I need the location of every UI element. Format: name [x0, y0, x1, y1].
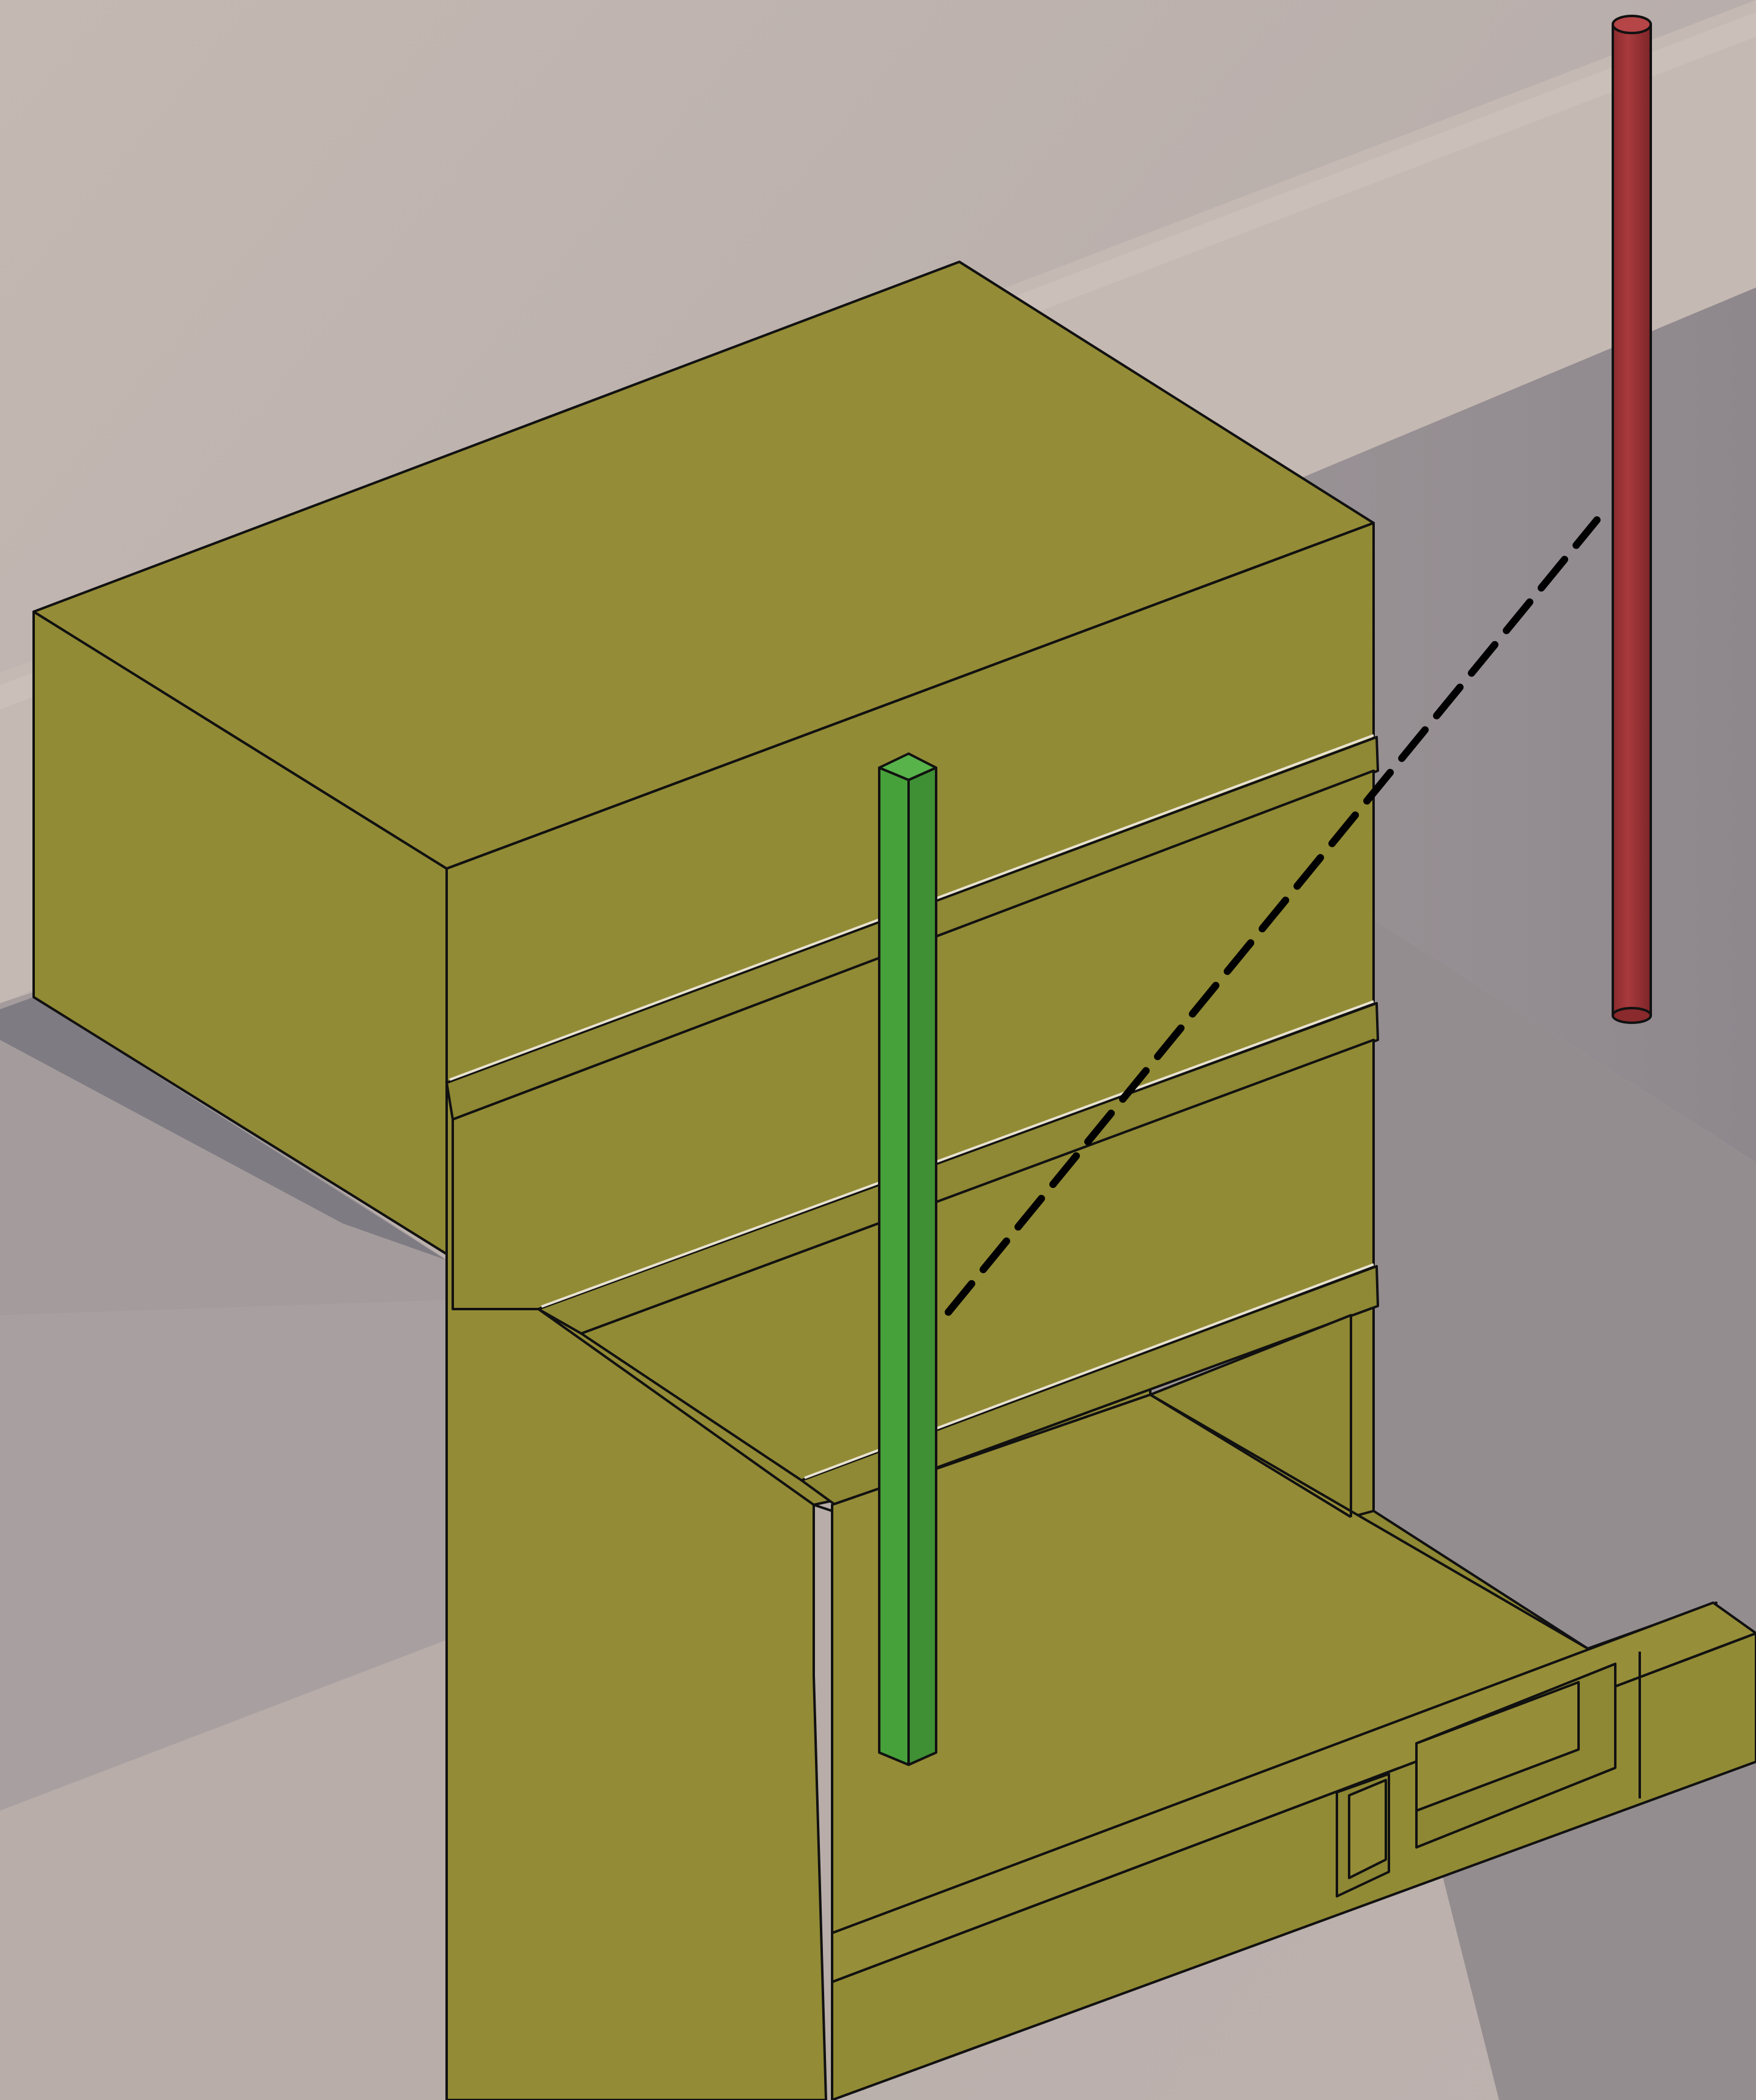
dashed-sightline [945, 516, 1601, 1316]
building-shadow-dark [0, 997, 447, 1260]
red-pole-body [1612, 23, 1652, 1017]
green-post-front [878, 766, 910, 1766]
step-edge [537, 1308, 815, 1506]
window-large-inner [1415, 1681, 1580, 1812]
ledge-3 [800, 1265, 1379, 1506]
step-edge-2 [813, 1504, 833, 1512]
recess-pillar-line-2 [1149, 1393, 1352, 1518]
window-small-inner [1348, 1779, 1387, 1879]
ledge-2-highlight [541, 1000, 1374, 1308]
green-post [878, 752, 937, 1766]
red-pole [1612, 15, 1652, 1024]
red-pole-top [1612, 15, 1652, 34]
green-post-top [878, 752, 937, 781]
ledge-2 [537, 1002, 1379, 1335]
green-post-side [907, 766, 937, 1766]
front-wall-rim [831, 1601, 1756, 1983]
red-pole-base [1612, 1007, 1652, 1024]
